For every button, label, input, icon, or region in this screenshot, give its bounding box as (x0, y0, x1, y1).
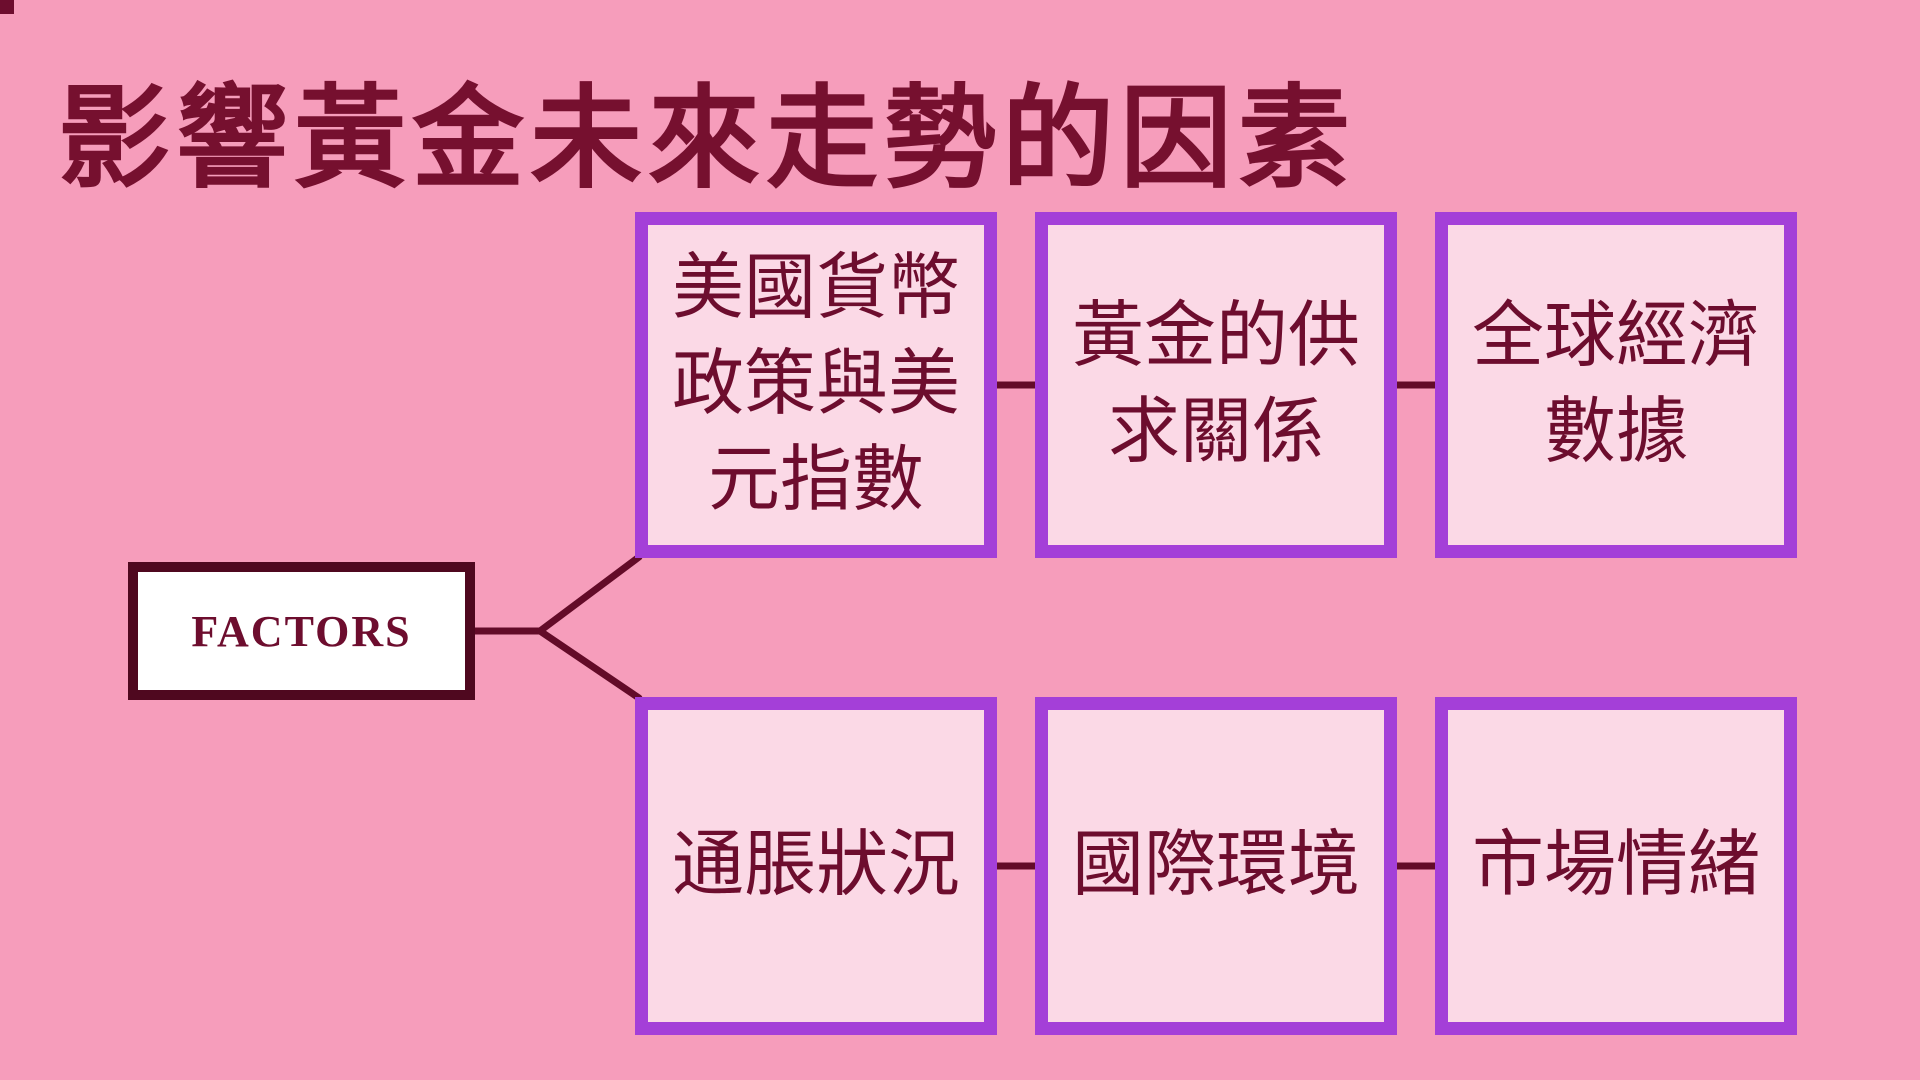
root-node-factors: FACTORS (128, 562, 475, 700)
factor-box-inflation-situation: 通脹狀況 (635, 697, 997, 1035)
factor-box-label: 國際環境 (1071, 825, 1360, 906)
factor-box-label: 黃金的供 求關係 (1071, 296, 1360, 472)
connector-root-branch-down (536, 627, 643, 702)
factor-box-global-economic-data: 全球經濟 數據 (1435, 212, 1797, 558)
factor-box-gold-supply-demand: 黃金的供 求關係 (1035, 212, 1397, 558)
root-node-label: FACTORS (191, 606, 412, 656)
corner-accent-mark (0, 0, 14, 14)
factor-box-international-environment: 國際環境 (1035, 697, 1397, 1035)
connector-root-branch-up (536, 553, 643, 635)
factor-box-label: 通脹狀況 (671, 825, 960, 906)
factor-box-label: 全球經濟 數據 (1471, 296, 1760, 472)
factor-box-label: 市場情緒 (1471, 825, 1760, 906)
factor-box-market-sentiment: 市場情緒 (1435, 697, 1797, 1035)
page-title: 影響黃金未來走勢的因素 (58, 76, 1356, 201)
factor-box-us-monetary-policy: 美國貨幣 政策與美 元指數 (635, 212, 997, 558)
factor-box-label: 美國貨幣 政策與美 元指數 (671, 248, 960, 520)
